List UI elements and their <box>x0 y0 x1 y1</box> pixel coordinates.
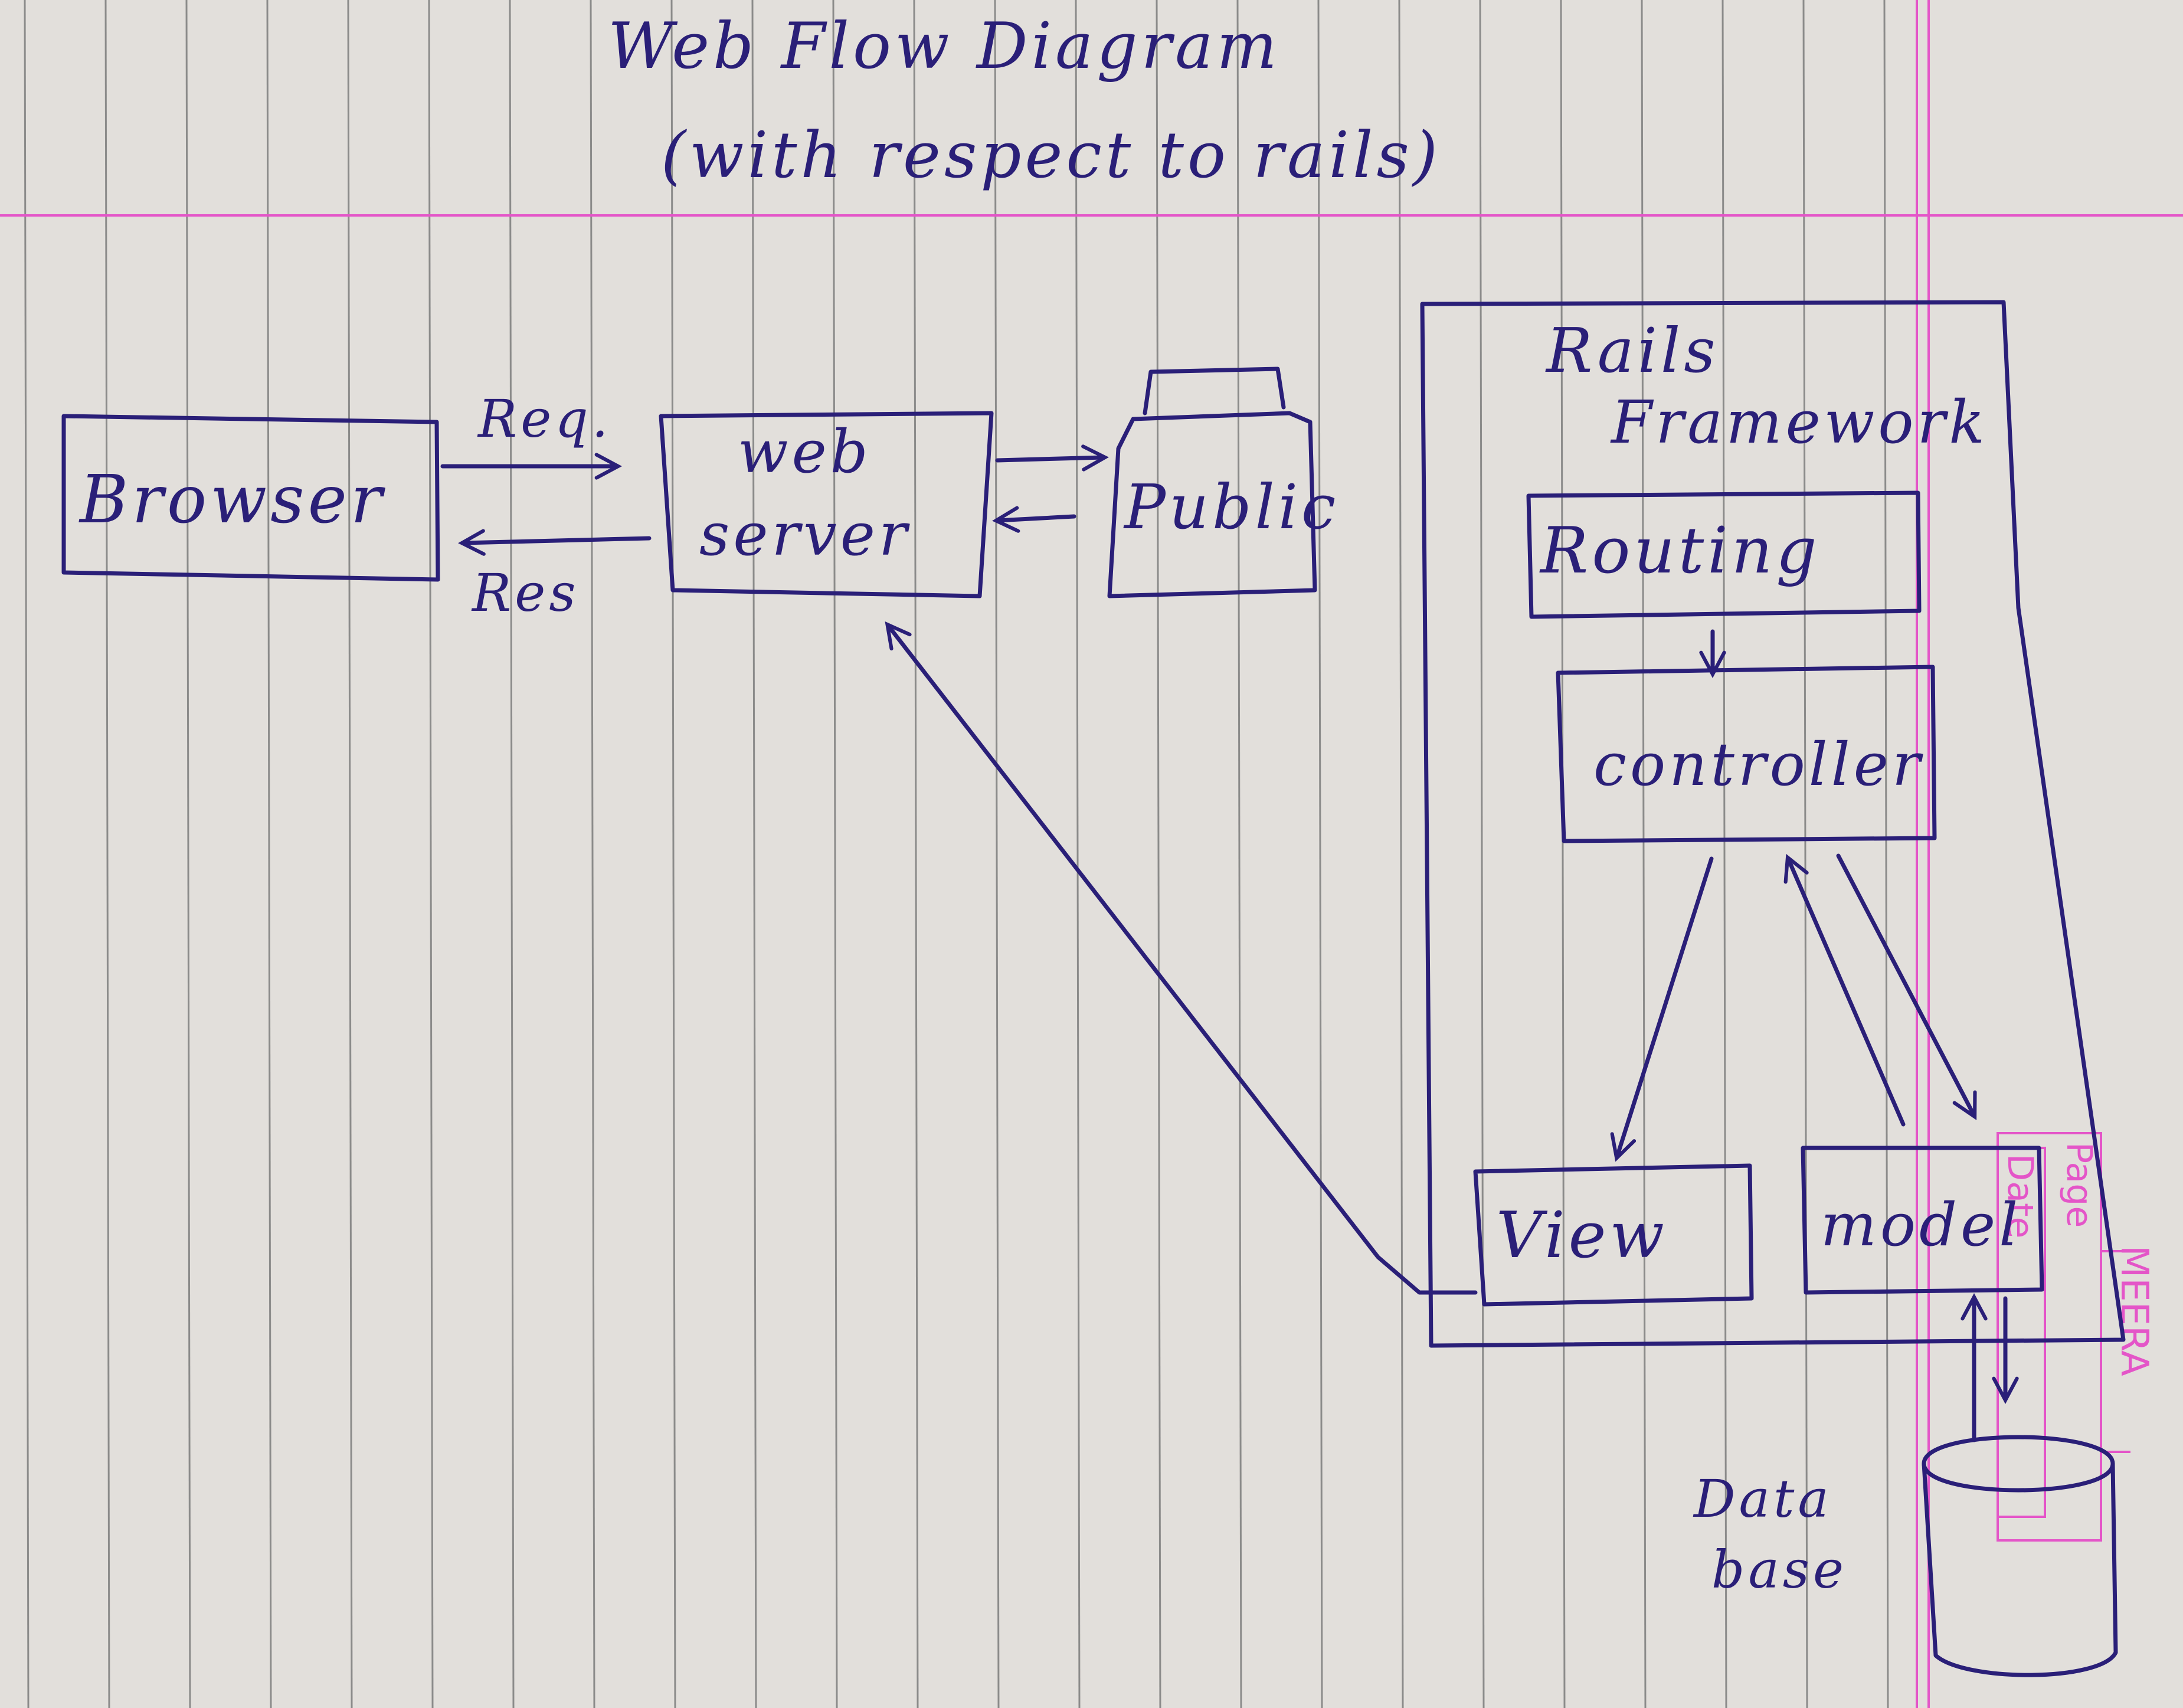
page-label: Page <box>2058 1142 2100 1228</box>
controller-box <box>1556 665 1937 843</box>
routing-node: Routing <box>1526 490 1922 619</box>
ruled-line <box>1479 0 1485 1708</box>
browser-box <box>61 414 440 582</box>
ruled-line <box>1641 0 1647 1708</box>
request-label: Req. <box>477 388 612 449</box>
response-label: Res <box>471 562 580 623</box>
ruled-line <box>832 0 838 1708</box>
routing-label: Routing <box>1539 514 1821 588</box>
server-to-public-arrow <box>995 444 1109 472</box>
ruled-line <box>913 0 919 1708</box>
controller-to-model-arrow <box>1836 853 1977 1120</box>
model-node: model <box>1801 1146 2044 1295</box>
web-server-box <box>659 411 994 598</box>
public-to-server-arrow <box>992 506 1076 533</box>
ruled-line <box>1236 0 1242 1708</box>
ruled-line <box>994 0 1000 1708</box>
view-label: View <box>1496 1199 1668 1272</box>
rails-framework-box <box>1420 300 2126 1348</box>
ruled-line <box>1560 0 1566 1708</box>
ruled-line <box>751 0 757 1708</box>
controller-node: controller <box>1556 665 1937 843</box>
ruled-line <box>590 0 595 1708</box>
public-folder-box <box>1107 411 1317 598</box>
database-label-line1: Data <box>1693 1468 1832 1529</box>
ruled-lines <box>24 0 1889 1708</box>
view-box <box>1473 1163 1754 1307</box>
database-label-line2: base <box>1711 1539 1847 1600</box>
web-server-label-line1: web <box>738 417 872 486</box>
date-label: Date <box>1999 1154 2041 1238</box>
view-node: View <box>1473 1163 1754 1307</box>
ruled-line <box>1398 0 1404 1708</box>
model-to-controller-arrow <box>1783 853 1906 1127</box>
diagram-subtitle: (with respect to rails) <box>661 119 1441 192</box>
rails-label-line2: Framework <box>1610 388 1988 457</box>
web-server-node: web server <box>659 411 994 598</box>
model-label: model <box>1821 1190 2021 1259</box>
ruled-line <box>185 0 191 1708</box>
public-label: Public <box>1123 471 1339 543</box>
ruled-line <box>347 0 353 1708</box>
database-body <box>1922 1461 2118 1677</box>
ruled-line <box>1883 0 1889 1708</box>
ruled-line <box>266 0 272 1708</box>
ruled-line <box>509 0 515 1708</box>
ruled-line <box>1075 0 1081 1708</box>
browser-label: Browser <box>78 462 386 538</box>
ruled-line <box>24 0 30 1708</box>
rails-framework-node: Rails Framework <box>1420 300 2126 1348</box>
ruled-line <box>670 0 676 1708</box>
rails-label-line1: Rails <box>1545 315 1719 387</box>
routing-box <box>1526 490 1922 619</box>
controller-label: controller <box>1593 730 1924 799</box>
public-folder-tab <box>1143 367 1286 415</box>
controller-to-view-arrow <box>1610 856 1714 1162</box>
diagram-title: Web Flow Diagram <box>608 9 1281 83</box>
ruled-line <box>1721 0 1727 1708</box>
ruled-line <box>428 0 434 1708</box>
ruled-line <box>104 0 110 1708</box>
public-node: Public <box>1107 367 1339 598</box>
view-to-server-arrow <box>885 621 1478 1295</box>
database-node: Data base <box>1693 1435 2118 1677</box>
web-server-label-line2: server <box>699 500 911 569</box>
browser-node: Browser <box>61 414 440 582</box>
model-box <box>1801 1146 2044 1295</box>
ruled-line <box>1317 0 1323 1708</box>
ruled-line <box>1156 0 1161 1708</box>
response-arrow <box>458 529 652 556</box>
